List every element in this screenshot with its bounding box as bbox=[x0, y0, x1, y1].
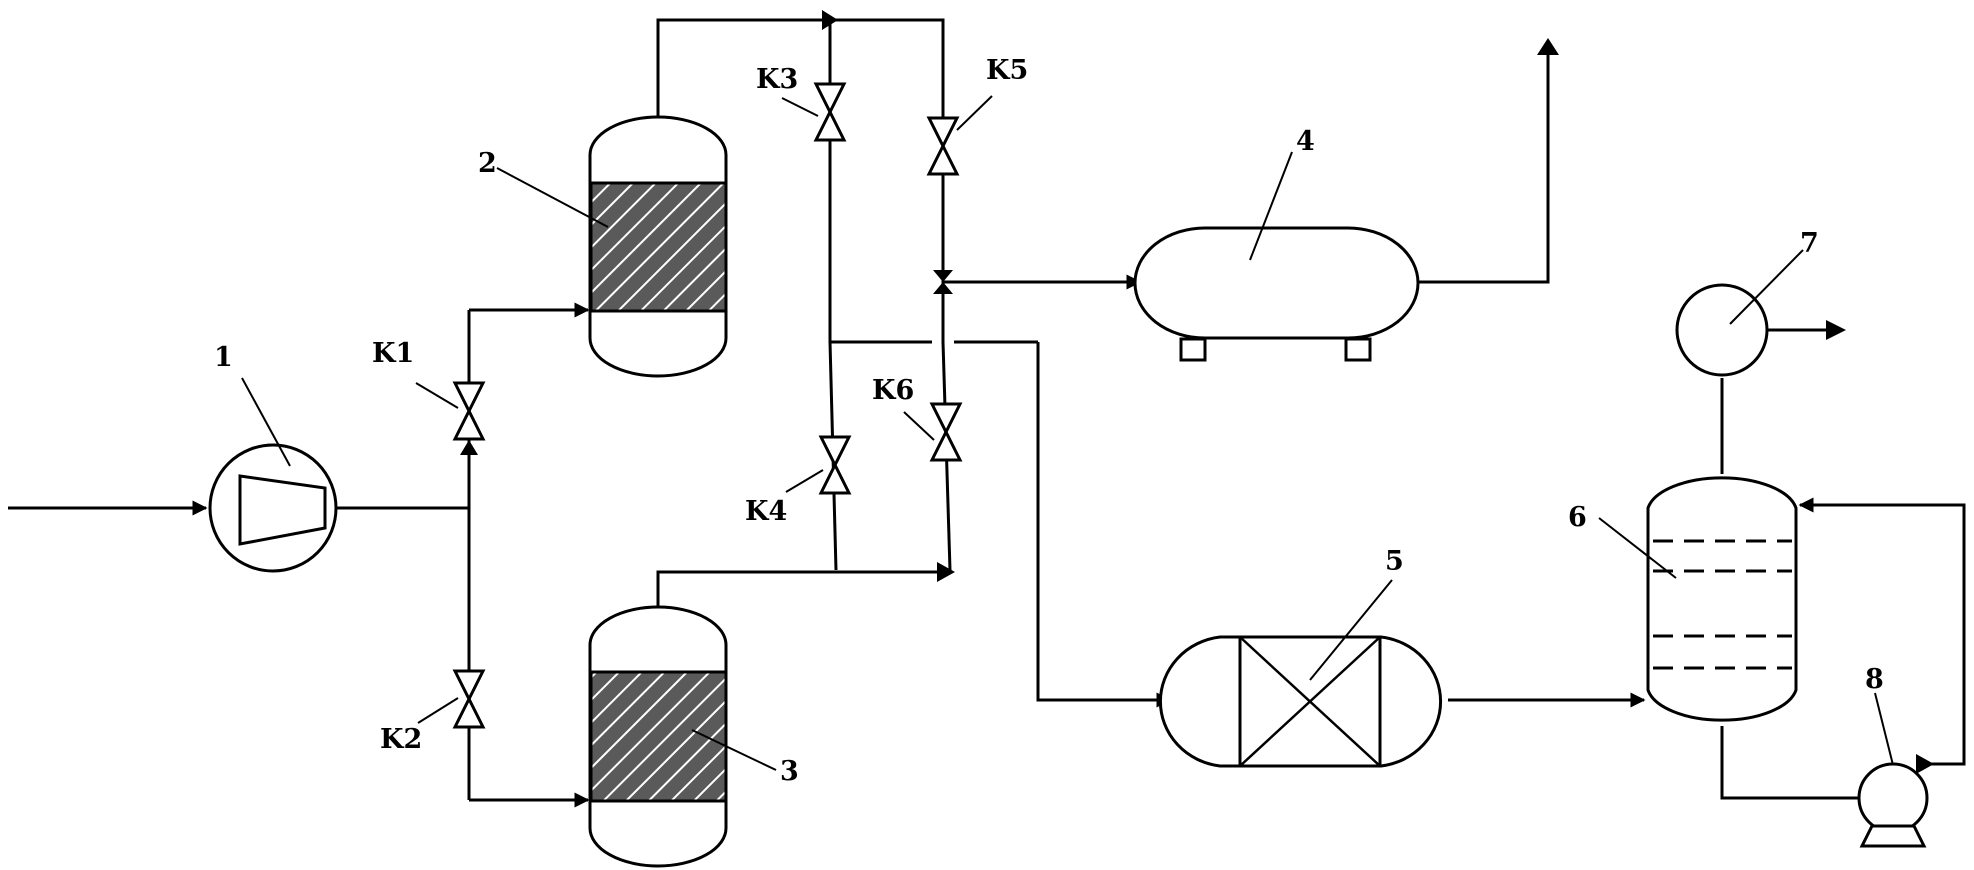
column-6 bbox=[1646, 476, 1798, 722]
label-adsorber-top: 2 bbox=[478, 148, 497, 179]
tank-4-outlet bbox=[1418, 45, 1550, 284]
label-k4: K4 bbox=[745, 496, 787, 527]
valve-k3[interactable] bbox=[813, 82, 847, 142]
label-pump: 8 bbox=[1865, 664, 1884, 695]
valve-k5[interactable] bbox=[926, 116, 960, 176]
adsorber-3-outlet bbox=[656, 570, 950, 607]
adsorber-3 bbox=[588, 605, 728, 868]
leader-k2 bbox=[417, 697, 459, 724]
leader-2 bbox=[496, 167, 609, 228]
leader-7 bbox=[1729, 249, 1804, 325]
label-k6: K6 bbox=[872, 375, 914, 406]
tank-4-leg-left bbox=[1179, 337, 1207, 362]
leader-8 bbox=[1874, 692, 1894, 766]
header-arrow-up bbox=[460, 440, 478, 455]
leader-k3 bbox=[781, 97, 819, 117]
label-separator: 7 bbox=[1800, 228, 1819, 259]
separator-outlet-arrow bbox=[1826, 320, 1846, 340]
leader-k4 bbox=[785, 469, 824, 493]
valve-k1[interactable] bbox=[452, 381, 486, 441]
label-compressor: 1 bbox=[214, 342, 233, 373]
pump-8 bbox=[1857, 762, 1929, 848]
leader-k5 bbox=[956, 95, 993, 131]
reactor-feed-line bbox=[1036, 342, 1172, 708]
valve-k6[interactable] bbox=[929, 402, 963, 462]
valve-k2[interactable] bbox=[452, 669, 486, 729]
adsorber-3-outlet-arrow bbox=[937, 562, 955, 582]
label-adsorber-bottom: 3 bbox=[780, 756, 799, 787]
catalyst-cross-b bbox=[1239, 636, 1381, 767]
reactor-5 bbox=[1159, 635, 1442, 768]
leader-5 bbox=[1309, 579, 1393, 681]
label-k1: K1 bbox=[372, 338, 414, 369]
leader-k6 bbox=[903, 411, 935, 441]
leader-3 bbox=[691, 729, 777, 771]
separator-7 bbox=[1675, 283, 1769, 377]
leader-4 bbox=[1249, 151, 1293, 261]
product-tank-4 bbox=[1133, 226, 1420, 362]
valve-k4[interactable] bbox=[818, 435, 852, 495]
adsorber-2-outlet bbox=[656, 18, 945, 117]
label-k5: K5 bbox=[986, 55, 1028, 86]
recycle-arrow-pump bbox=[1916, 754, 1934, 774]
label-product-tank: 4 bbox=[1296, 126, 1315, 157]
tank-4-outlet-arrow bbox=[1537, 38, 1559, 55]
check-valve bbox=[933, 270, 953, 294]
label-column: 6 bbox=[1568, 502, 1587, 533]
recycle-line bbox=[1798, 497, 1966, 766]
label-k3: K3 bbox=[756, 64, 798, 95]
leader-6 bbox=[1598, 517, 1677, 579]
leader-1 bbox=[241, 377, 291, 467]
label-k2: K2 bbox=[380, 724, 422, 755]
tank-4-leg-right bbox=[1344, 337, 1372, 362]
adsorber-2 bbox=[588, 115, 728, 378]
pump-base bbox=[1859, 824, 1927, 848]
column-bottom-line bbox=[1720, 726, 1880, 800]
compressor-1 bbox=[208, 443, 338, 573]
label-reactor: 5 bbox=[1385, 546, 1404, 577]
adsorbent-bed-2 bbox=[589, 181, 728, 313]
leader-k1 bbox=[415, 382, 459, 409]
